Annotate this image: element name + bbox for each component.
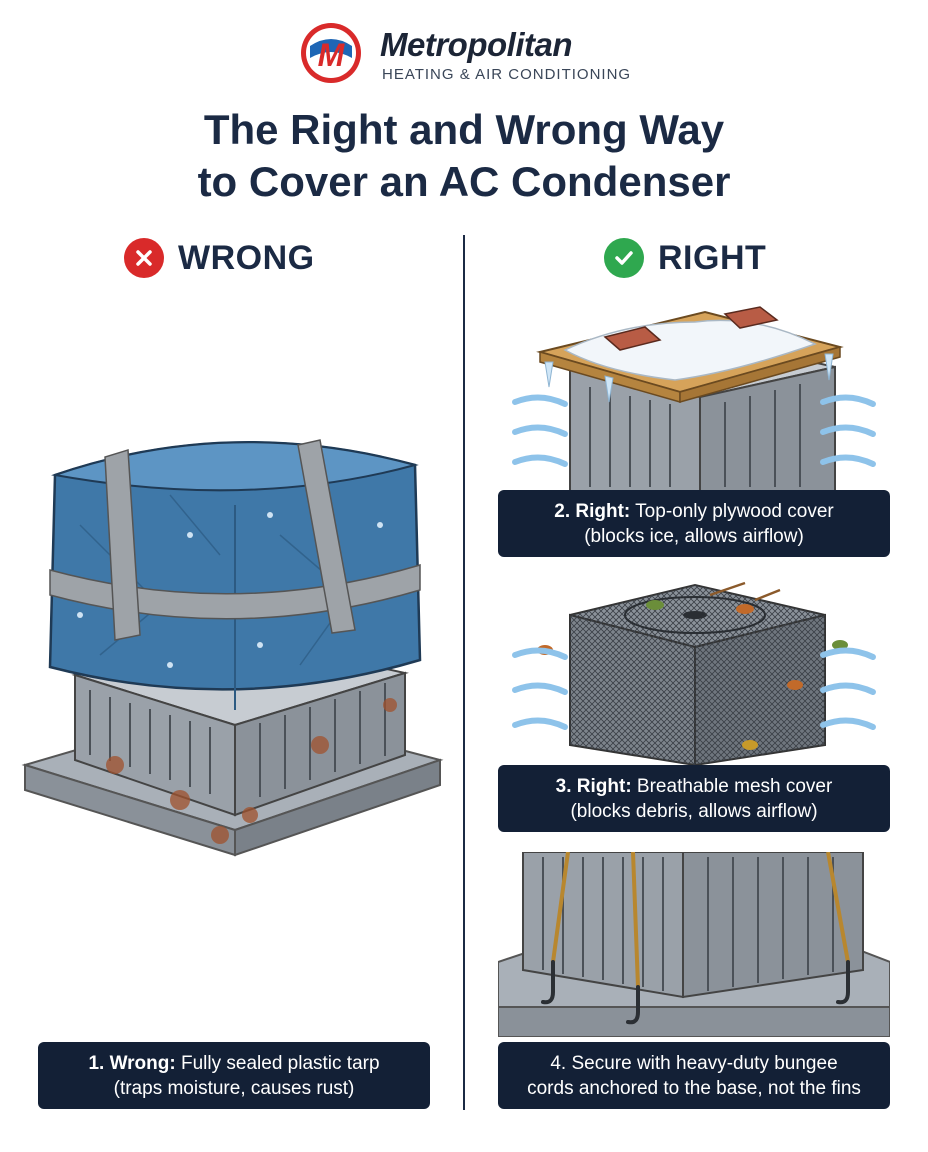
- caption-4-line2: cords anchored to the base, not the fins: [527, 1077, 861, 1099]
- caption-4-line1: 4. Secure with heavy-duty bungee: [550, 1052, 838, 1074]
- bungee-cords-illustration: [498, 852, 890, 1037]
- brand-header: M Metropolitan HEATING & AIR CONDITIONIN…: [300, 22, 640, 86]
- right-label: RIGHT: [658, 238, 767, 277]
- caption-1-line1: Fully sealed plastic tarp: [175, 1052, 380, 1074]
- caption-3-line2: (blocks debris, allows airflow): [570, 800, 818, 822]
- caption-wrong-tarp: 1. Wrong: Fully sealed plastic tarp (tra…: [38, 1042, 430, 1109]
- caption-1-lead: 1. Wrong:: [88, 1052, 176, 1074]
- caption-3-lead: 3. Right:: [555, 775, 632, 797]
- caption-2-line1: Top-only plywood cover: [630, 500, 834, 522]
- metropolitan-logo-icon: M: [301, 23, 361, 83]
- caption-2-line2: (blocks ice, allows airflow): [584, 525, 804, 547]
- page-title: The Right and Wrong Way to Cover an AC C…: [0, 104, 928, 208]
- wrong-column-header: WRONG: [124, 236, 315, 280]
- check-circle-icon: [604, 238, 644, 278]
- brand-name: Metropolitan: [380, 26, 572, 63]
- caption-right-mesh: 3. Right: Breathable mesh cover (blocks …: [498, 765, 890, 832]
- brand-tagline: HEATING & AIR CONDITIONING: [382, 66, 632, 83]
- column-divider: [463, 235, 465, 1110]
- title-line-1: The Right and Wrong Way: [203, 106, 725, 153]
- caption-right-plywood: 2. Right: Top-only plywood cover (blocks…: [498, 490, 890, 557]
- wrong-label: WRONG: [178, 238, 315, 277]
- right-column-header: RIGHT: [604, 236, 766, 280]
- title-line-2: to Cover an AC Condenser: [197, 158, 731, 205]
- tarp-wrapped-condenser-illustration: [21, 439, 444, 857]
- caption-2-lead: 2. Right:: [554, 500, 631, 522]
- mesh-cover-illustration: [512, 581, 876, 765]
- plywood-cover-illustration: [512, 306, 876, 492]
- x-circle-icon: [124, 238, 164, 278]
- caption-3-line1: Breathable mesh cover: [631, 775, 833, 797]
- logo-letter: M: [318, 37, 346, 73]
- caption-bungee-cords: 4. Secure with heavy-duty bungee cords a…: [498, 1042, 890, 1109]
- caption-1-line2: (traps moisture, causes rust): [113, 1077, 355, 1099]
